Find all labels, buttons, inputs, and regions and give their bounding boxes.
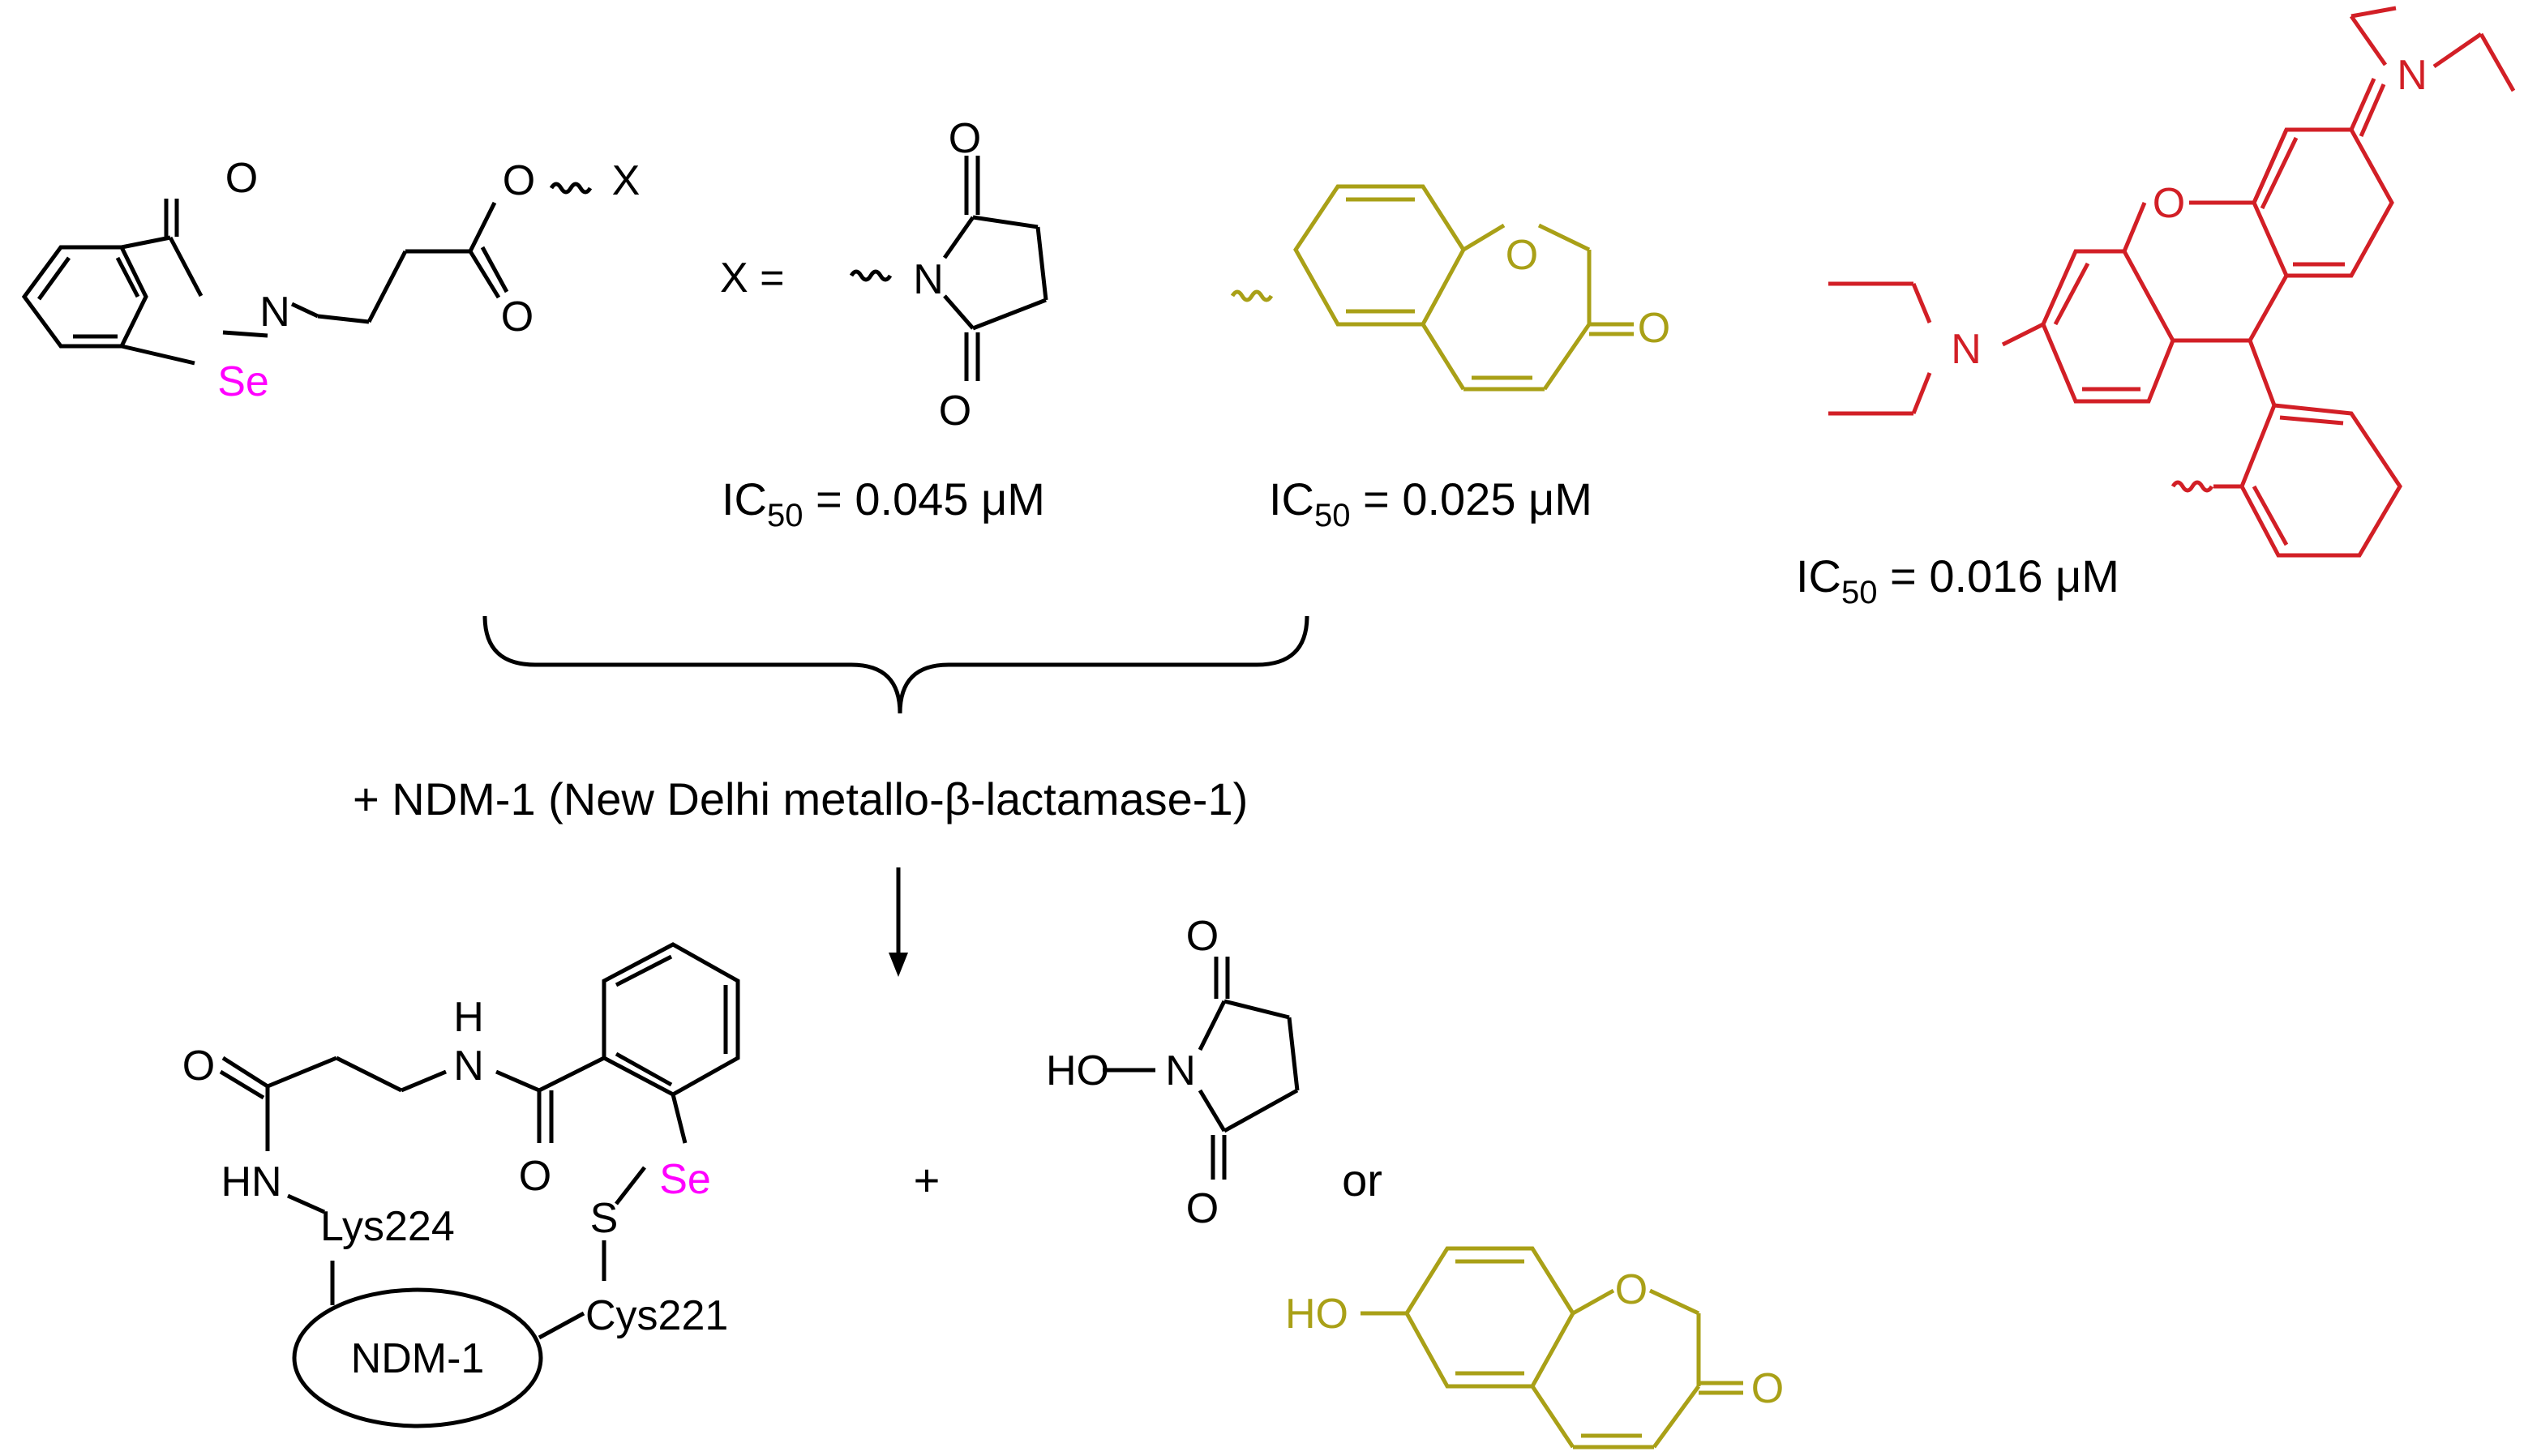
rhodamine-atom-label: N	[2397, 52, 2428, 99]
atom-label: O	[182, 1043, 215, 1090]
atom-label: O	[503, 157, 535, 204]
atom-label: N	[259, 289, 290, 336]
enzyme-adduct-structure	[219, 942, 740, 1340]
atom-label: O	[519, 1153, 551, 1200]
atom-label: N	[1165, 1047, 1196, 1094]
rhodamine-atom-label: O	[2153, 180, 2185, 227]
reaction-arrow	[889, 867, 908, 977]
atom-label: H	[453, 994, 484, 1041]
selenium-atom-label: Se	[217, 358, 269, 405]
rhodamine-atom-label: N	[1951, 326, 1982, 373]
coumarin-atom-label: O	[1638, 305, 1670, 352]
reagent-label: + NDM-1 (New Delhi metallo-β-lactamase-1…	[353, 773, 1248, 824]
ic50-coumarin: IC50 = 0.025 μM	[1269, 473, 1592, 533]
cysteine-residue-label: Cys221	[585, 1292, 728, 1339]
atom-label: N	[453, 1043, 484, 1090]
substituent-x-label: X	[612, 157, 641, 204]
selenium-atom-label: Se	[659, 1156, 711, 1203]
coumarin-atom-label: O	[1506, 232, 1538, 279]
coumarin-atom-label: O	[1615, 1266, 1648, 1313]
atom-label: N	[913, 256, 944, 303]
succinimide-structure	[849, 156, 1048, 381]
ebselen-derivative-structure	[21, 182, 593, 366]
rhodamine-structure	[1828, 6, 2516, 558]
coumarin-atom-label: O	[1751, 1365, 1784, 1412]
atom-label: O	[1186, 1185, 1219, 1232]
atom-label: O	[501, 293, 534, 340]
atom-label: O	[949, 115, 981, 162]
hydroxycoumarin-structure	[1361, 1246, 1743, 1450]
atom-label: O	[225, 155, 258, 202]
n-hydroxysuccinimide-structure	[1103, 957, 1300, 1180]
coumarin-structure	[1230, 184, 1634, 392]
atom-label: O	[1186, 913, 1219, 960]
ic50-succinimide: IC50 = 0.045 μM	[722, 473, 1045, 533]
hydroxyl-label: HO	[1046, 1047, 1109, 1094]
atom-label: S	[590, 1195, 619, 1242]
or-label: or	[1342, 1154, 1382, 1205]
grouping-brace	[482, 615, 1309, 714]
ic50-rhodamine: IC50 = 0.016 μM	[1796, 550, 2119, 610]
x-equals-label: X =	[720, 255, 785, 302]
atom-label: O	[939, 388, 971, 435]
plus-sign: +	[914, 1154, 941, 1205]
lysine-residue-label: Lys224	[320, 1203, 455, 1250]
enzyme-label: NDM-1	[351, 1335, 485, 1382]
hydroxycoumarin-hydroxyl-label: HO	[1285, 1291, 1348, 1338]
ndm1-enzyme-oval	[292, 1287, 543, 1428]
atom-label: HN	[221, 1158, 281, 1205]
